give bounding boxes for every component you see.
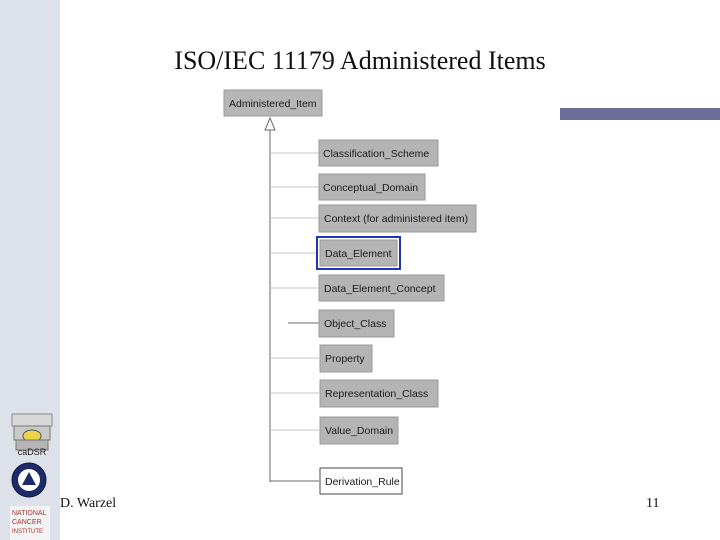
node-label: Representation_Class — [325, 388, 428, 400]
nci-seal-icon — [11, 462, 47, 498]
node-classification-scheme — [318, 139, 439, 167]
node-label: Property — [325, 353, 365, 365]
svg-text:INSTITUTE: INSTITUTE — [12, 529, 43, 535]
svg-text:caDSR: caDSR — [18, 447, 47, 456]
node-data-element-concept — [318, 274, 445, 302]
nci-wordmark-logo-icon: NATIONAL CANCER INSTITUTE — [10, 506, 50, 540]
slide-title: ISO/IEC 11179 Administered Items — [174, 46, 546, 75]
node-label: Context (for administered item) — [324, 213, 468, 225]
node-label: Data_Element — [325, 248, 392, 260]
root-node — [223, 89, 323, 117]
node-label: Value_Domain — [325, 425, 393, 437]
author-footer: D. Warzel — [60, 496, 117, 511]
node-label: Conceptual_Domain — [323, 182, 418, 194]
node-value-domain — [319, 416, 399, 445]
svg-text:NATIONAL: NATIONAL — [12, 510, 47, 517]
svg-text:CANCER: CANCER — [12, 519, 42, 526]
node-object-class — [318, 309, 395, 338]
node-conceptual-domain — [318, 173, 426, 201]
node-label: Object_Class — [324, 318, 386, 330]
node-representation-class — [319, 379, 439, 408]
page-number: 11 — [646, 496, 660, 511]
cadsr-logo-icon: caDSR — [11, 413, 53, 456]
accent-stripe — [560, 108, 720, 120]
node-label: Derivation_Rule — [325, 476, 400, 488]
root-node-label: Administered_Item — [229, 98, 317, 110]
node-property — [319, 344, 373, 373]
node-label: Data_Element_Concept — [324, 283, 436, 295]
node-label: Classification_Scheme — [323, 148, 429, 160]
selection-highlight — [316, 236, 401, 270]
inheritance-arrow-icon — [264, 116, 276, 131]
node-data-element — [319, 239, 398, 267]
node-context — [318, 204, 477, 233]
node-derivation-rule — [319, 467, 403, 495]
